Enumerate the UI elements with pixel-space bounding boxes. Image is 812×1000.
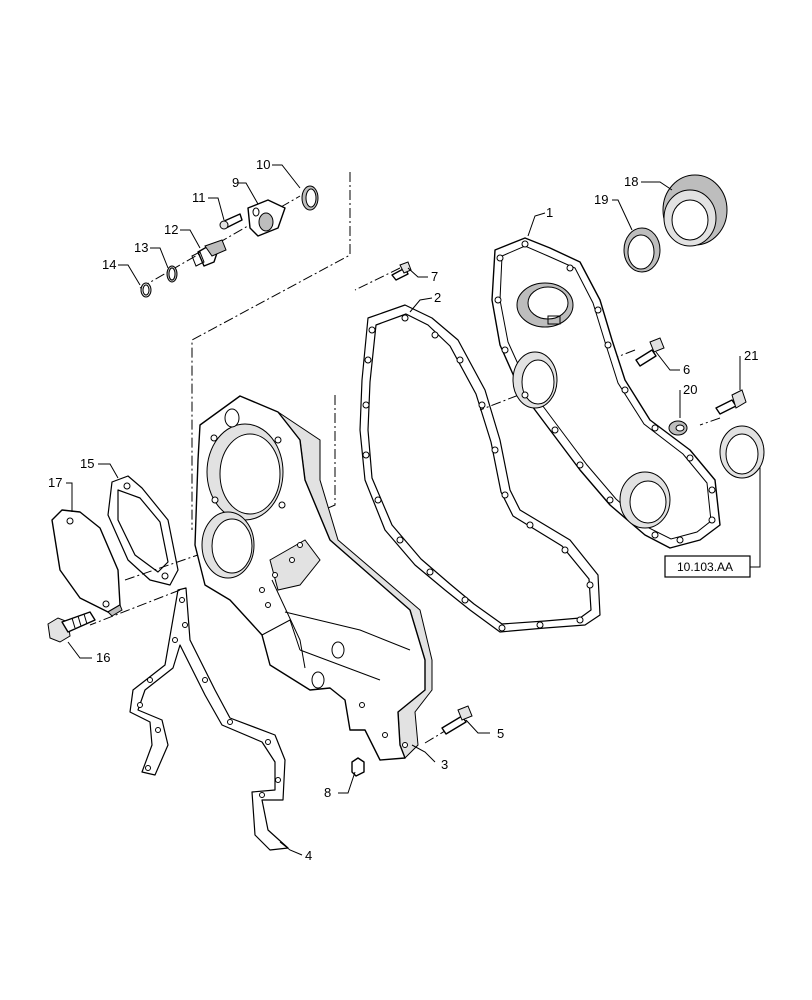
callout-3: 3 xyxy=(441,757,448,772)
callout-18: 18 xyxy=(624,174,638,189)
callout-5: 5 xyxy=(497,726,504,741)
cover-plate-gasket xyxy=(107,475,179,586)
bolt-16 xyxy=(47,611,96,643)
reference-label: 10.103.AA xyxy=(677,560,733,574)
callout-1: 1 xyxy=(546,205,553,220)
callout-15: 15 xyxy=(80,456,94,471)
callout-8: 8 xyxy=(324,785,331,800)
callout-7: 7 xyxy=(431,269,438,284)
reference-box[interactable]: 10.103.AA xyxy=(664,555,751,578)
callout-21: 21 xyxy=(744,348,758,363)
callout-17: 17 xyxy=(48,475,62,490)
leader-lines xyxy=(66,164,741,856)
callout-19: 19 xyxy=(594,192,608,207)
lower-gasket xyxy=(129,587,289,851)
gear-housing xyxy=(194,395,433,761)
callout-16: 16 xyxy=(96,650,110,665)
housing-gasket xyxy=(359,304,601,633)
seals-right xyxy=(351,174,765,777)
sensor-assembly xyxy=(140,185,319,298)
callout-13: 13 xyxy=(134,240,148,255)
callout-2: 2 xyxy=(434,290,441,305)
cover-plate xyxy=(51,509,123,617)
callout-10: 10 xyxy=(256,157,270,172)
callout-9: 9 xyxy=(232,175,239,190)
callout-4: 4 xyxy=(305,848,312,863)
callout-12: 12 xyxy=(164,222,178,237)
callout-20: 20 xyxy=(683,382,697,397)
front-cover xyxy=(491,237,721,549)
callout-6: 6 xyxy=(683,362,690,377)
callout-14: 14 xyxy=(102,257,116,272)
callouts: 1 2 3 4 5 6 7 8 9 10 11 12 13 14 15 16 1… xyxy=(48,157,758,863)
callout-11: 11 xyxy=(192,190,206,205)
